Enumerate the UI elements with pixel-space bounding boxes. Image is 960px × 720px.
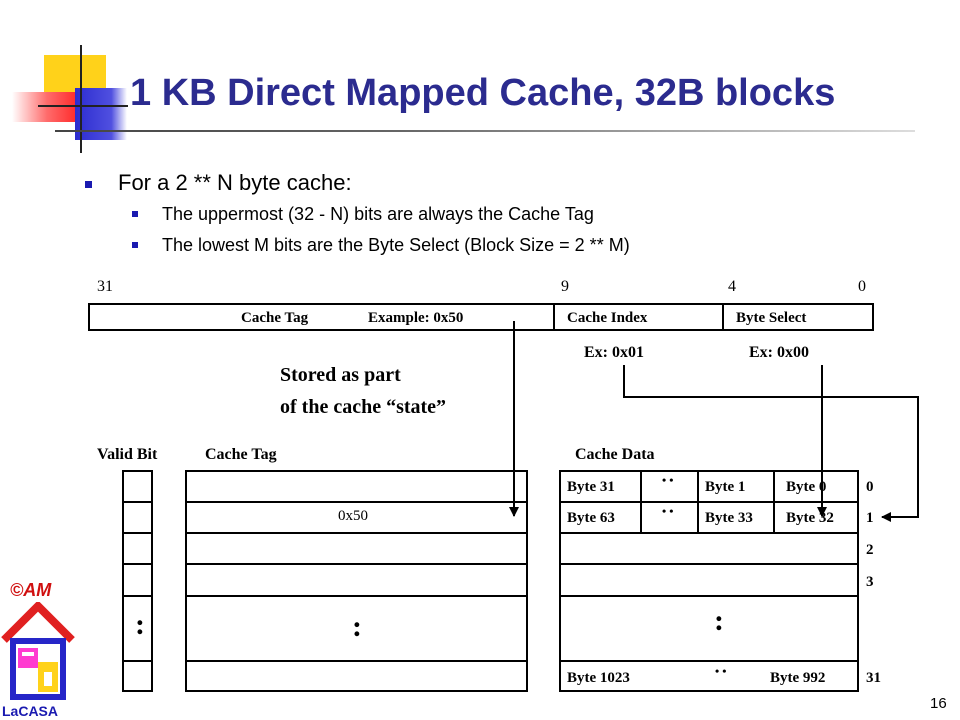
address-divider <box>553 303 555 331</box>
row-divider <box>559 532 859 534</box>
tag-vertical-dots: : <box>352 610 362 643</box>
row0-byte-mid: Byte 1 <box>705 479 746 495</box>
subbullet-marker <box>132 211 138 217</box>
cache-index-field: Cache Index <box>567 310 648 326</box>
row-divider <box>122 595 153 597</box>
cache-tag-field: Cache Tag <box>241 310 309 326</box>
row-divider <box>185 660 528 662</box>
row1-byte-left: Byte 63 <box>567 510 615 526</box>
bit-label-4: 4 <box>728 278 736 295</box>
bullet-text: For a 2 ** N byte cache: <box>118 170 352 195</box>
row-number-31: 31 <box>866 670 881 686</box>
valid-vertical-dots: : <box>135 608 145 641</box>
byte-example: Ex: 0x00 <box>749 344 809 361</box>
page-number: 16 <box>930 695 947 712</box>
valid-bit-column <box>122 470 153 692</box>
deco-horizontal-line <box>38 105 128 107</box>
subbullet-text: The uppermost (32 - N) bits are always t… <box>162 204 594 224</box>
cell-divider <box>773 470 775 533</box>
copyright-text: ©AM <box>10 580 52 600</box>
bullet-marker <box>85 181 92 188</box>
data-vertical-dots: : <box>714 604 724 637</box>
tag-example: Example: 0x50 <box>368 310 464 326</box>
subbullet-text: The lowest M bits are the Byte Select (B… <box>162 235 630 255</box>
row-number-2: 2 <box>866 542 874 558</box>
bit-label-31: 31 <box>97 278 113 295</box>
cache-tag-header: Cache Tag <box>205 446 277 463</box>
row-divider <box>122 563 153 565</box>
row0-byte-left: Byte 31 <box>567 479 615 495</box>
row-divider <box>122 532 153 534</box>
valid-bit-header: Valid Bit <box>97 446 158 463</box>
row1-byte-mid: Byte 33 <box>705 510 753 526</box>
row-divider <box>559 501 859 503</box>
row-divider <box>185 501 528 503</box>
row-divider <box>185 595 528 597</box>
byte-select-field: Byte Select <box>736 310 807 326</box>
address-bar <box>88 303 874 331</box>
row0-byte-right: Byte 0 <box>786 479 827 495</box>
cache-data-column <box>559 470 859 692</box>
deco-vertical-line <box>80 45 82 153</box>
row-divider <box>122 660 153 662</box>
cell-divider <box>640 470 642 533</box>
bit-label-0: 0 <box>858 278 866 295</box>
logo-house-icon <box>1 602 75 700</box>
tag-value-row-1: 0x50 <box>338 508 368 524</box>
row-divider <box>559 563 859 565</box>
row-divider <box>559 660 859 662</box>
last-dots: • • <box>715 664 727 678</box>
cell-divider <box>697 470 699 533</box>
title-decoration <box>0 0 130 160</box>
address-divider <box>722 303 724 331</box>
row-divider <box>185 532 528 534</box>
bit-label-9: 9 <box>561 278 569 295</box>
logo-name: LaCASA <box>2 703 59 719</box>
row1-dots: • • <box>662 504 674 518</box>
row-number-0: 0 <box>866 479 874 495</box>
lacasa-logo: ©AM LaCASA <box>0 578 90 720</box>
cache-tag-column <box>185 470 528 692</box>
row-number-3: 3 <box>866 574 874 590</box>
slide-title: 1 KB Direct Mapped Cache, 32B blocks <box>130 72 836 114</box>
row-divider <box>185 563 528 565</box>
index-example: Ex: 0x01 <box>584 344 644 361</box>
last-byte-right: Byte 992 <box>770 670 826 686</box>
row-divider <box>122 501 153 503</box>
cache-data-header: Cache Data <box>575 446 655 463</box>
row0-dots: • • <box>662 473 674 487</box>
row-divider <box>559 595 859 597</box>
title-underline <box>55 130 915 132</box>
deco-red-square <box>12 92 82 122</box>
index-arrow <box>623 365 919 522</box>
subbullet-marker <box>132 242 138 248</box>
row-number-1: 1 <box>866 510 874 526</box>
note-line-1: Stored as part <box>280 364 401 386</box>
note-line-2: of the cache “state” <box>280 396 447 418</box>
last-byte-left: Byte 1023 <box>567 670 630 686</box>
